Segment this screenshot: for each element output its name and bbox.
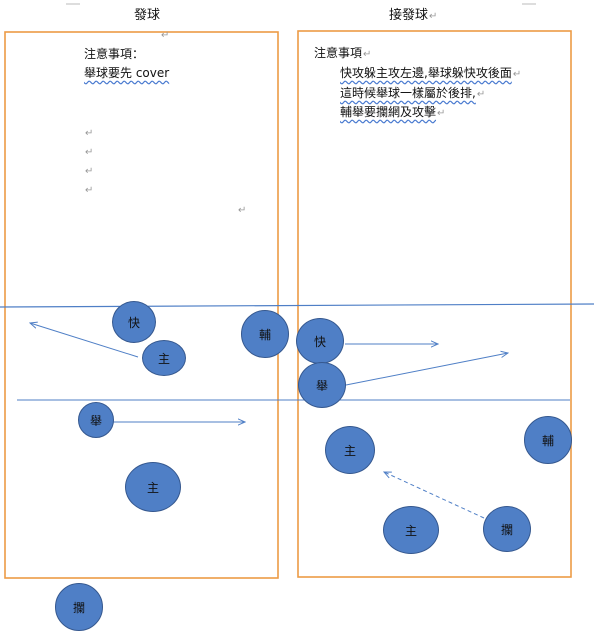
- para-mark: ↵: [238, 205, 247, 216]
- receive-header: 接發球↵: [389, 8, 438, 23]
- right-notes-line2: 這時候舉球一樣屬於後排,↵: [340, 86, 486, 100]
- player-left-fu: 輔: [241, 310, 289, 358]
- player-left-kuai: 快: [112, 301, 156, 343]
- player-right-zhu-back: 主: [383, 506, 439, 554]
- arrow-zhu-left: [30, 323, 139, 358]
- net-line: [0, 303, 594, 308]
- para-mark: ↵: [85, 128, 94, 139]
- player-left-zhu-back: 主: [125, 462, 181, 512]
- arrow-lan-dashed: [384, 472, 485, 519]
- serve-header: 發球: [134, 8, 161, 23]
- para-mark: ↵: [85, 147, 94, 158]
- player-right-lan: 攔: [483, 506, 531, 552]
- player-right-kuai: 快: [296, 318, 344, 364]
- player-left-zhu: 主: [142, 340, 186, 376]
- arrow-ju-diagonal: [345, 353, 508, 386]
- left-notes-line1: 舉球要先 cover: [84, 66, 170, 80]
- right-notes-title: 注意事項↵: [314, 46, 372, 60]
- right-notes-line3: 輔舉要攔網及攻擊↵: [340, 105, 446, 119]
- left-notes-title: 注意事項：: [84, 47, 145, 61]
- player-left-lan: 攔: [55, 583, 103, 631]
- right-notes-line1: 快攻躲主攻左邊,舉球躲快攻後面↵: [340, 66, 522, 80]
- player-left-ju: 舉: [78, 402, 114, 438]
- player-right-ju: 舉: [298, 362, 346, 408]
- para-mark: ↵: [85, 185, 94, 196]
- player-right-fu: 輔: [524, 416, 572, 464]
- para-mark: ↵: [161, 30, 170, 41]
- player-right-zhu: 主: [325, 426, 375, 474]
- para-mark: ↵: [85, 166, 94, 177]
